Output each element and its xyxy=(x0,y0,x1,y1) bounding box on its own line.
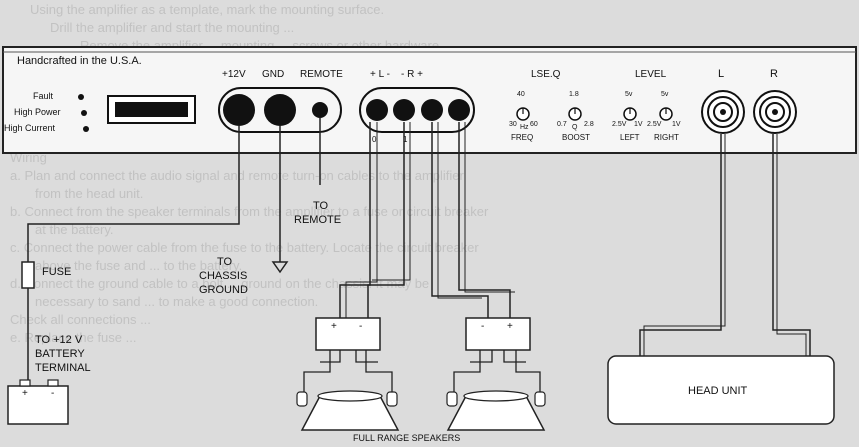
rca-jack-left-icon xyxy=(701,90,745,134)
ghost-text-line: Drill the amplifier and start the mounti… xyxy=(50,20,295,35)
fault-label: Fault xyxy=(33,91,54,101)
battery-label-3: TERMINAL xyxy=(35,362,91,374)
remote-terminal xyxy=(312,102,328,118)
ground-terminal xyxy=(264,94,296,126)
ghost-text-line: b. Connect from the speaker terminals fr… xyxy=(10,204,489,219)
ghost-text-line: above the fuse and ... to the battery. xyxy=(35,258,243,273)
left-speaker-icon xyxy=(296,390,400,431)
freq-label: FREQ xyxy=(511,133,534,142)
right-connector-minus: - xyxy=(481,321,485,332)
to-remote-label-1: TO xyxy=(313,200,329,212)
rca-right-label: R xyxy=(770,68,778,80)
speaker-terminal-r-minus xyxy=(421,99,443,121)
high-current-label: High Current xyxy=(4,123,56,133)
rca-cable-left xyxy=(639,134,722,356)
power-terminal-label: +12V xyxy=(222,69,246,80)
speaker-terminal-block xyxy=(359,87,475,133)
level-title: LEVEL xyxy=(635,69,667,80)
head-unit-label: HEAD UNIT xyxy=(688,385,748,397)
ghost-text-line: Check all connections ... xyxy=(10,312,151,327)
level-right-max: 1V xyxy=(672,121,681,128)
to-chassis-label-2: CHASSIS xyxy=(199,270,248,282)
speaker-mark-1: 1 xyxy=(403,135,408,144)
speaker-terminal-l-minus xyxy=(393,99,415,121)
freq-max: 60 xyxy=(530,121,538,128)
boost-label: BOOST xyxy=(562,133,591,142)
power-terminal xyxy=(223,94,255,126)
battery-minus: - xyxy=(51,388,55,399)
right-speaker-icon xyxy=(446,390,546,431)
ghost-text-line: a. Plan and connect the audio signal and… xyxy=(10,168,464,183)
level-right-label: RIGHT xyxy=(654,133,679,142)
ghost-text-line: d. Connect the ground cable to a bolt ..… xyxy=(10,276,430,291)
rca-jack-right-icon xyxy=(753,90,797,134)
speakers-label: FULL RANGE SPEAKERS xyxy=(353,433,461,443)
ghost-text-line: from the head unit. xyxy=(35,186,144,201)
to-chassis-label-3: GROUND xyxy=(199,284,248,296)
battery-label-1: TO +12 V xyxy=(35,334,83,346)
right-speaker-connector xyxy=(465,317,531,351)
ground-terminal-label: GND xyxy=(262,69,285,80)
lseq-title: LSE.Q xyxy=(531,69,561,80)
freq-unit: Hz xyxy=(520,124,529,131)
rca-cable-right xyxy=(772,134,811,356)
right-connector-plus: + xyxy=(507,321,513,332)
level-right-top: 5v xyxy=(661,91,669,98)
speaker-terminal-r-plus xyxy=(448,99,470,121)
fault-led-icon xyxy=(78,94,84,100)
level-left-top: 5v xyxy=(625,91,633,98)
to-chassis-label-1: TO xyxy=(217,256,233,268)
level-left-label: LEFT xyxy=(620,133,640,142)
display-window-inner xyxy=(115,102,188,117)
freq-value: 40 xyxy=(517,91,525,98)
battery-label-2: BATTERY xyxy=(35,348,85,360)
speaker-wire-r-minus xyxy=(431,122,489,318)
battery-icon xyxy=(7,326,69,425)
level-right-min: 2.5V xyxy=(647,121,662,128)
high-power-led-icon xyxy=(81,110,87,116)
left-connector-plus: + xyxy=(331,321,337,332)
ghost-text-line: at the battery. xyxy=(35,222,114,237)
speaker-wire-l-plus xyxy=(339,122,371,318)
ghost-text-line: c. Connect the power cable from the fuse… xyxy=(10,240,479,255)
speaker-terminal-header: + L - - R + xyxy=(370,69,423,80)
wires xyxy=(21,118,811,356)
made-in-label: Handcrafted in the U.S.A. xyxy=(17,55,142,67)
boost-unit: Q xyxy=(572,124,578,131)
to-remote-label-2: REMOTE xyxy=(294,214,342,226)
power-wire xyxy=(27,126,240,262)
level-left-min: 2.5V xyxy=(612,121,627,128)
remote-terminal-label: REMOTE xyxy=(300,69,343,80)
head-unit-box xyxy=(607,355,835,425)
boost-min: 0.7 xyxy=(557,121,567,128)
boost-value: 1.8 xyxy=(569,91,579,98)
chassis-ground-icon xyxy=(271,261,289,274)
high-current-led-icon xyxy=(83,126,89,132)
fuse-icon xyxy=(21,261,35,289)
speaker-mark-0: 0 xyxy=(372,135,377,144)
fuse-label: FUSE xyxy=(42,266,72,278)
level-left-max: 1V xyxy=(634,121,643,128)
speaker-terminal-l-plus xyxy=(366,99,388,121)
speaker-wire-l-minus xyxy=(367,122,405,318)
speaker-wire-r-plus xyxy=(458,122,511,318)
left-connector-minus: - xyxy=(359,321,363,332)
freq-min: 30 xyxy=(509,121,517,128)
rca-left-label: L xyxy=(718,68,725,80)
ghost-text-line: Using the amplifier as a template, mark … xyxy=(30,2,385,17)
battery-plus: + xyxy=(22,388,28,399)
ghost-text-line: e. Replace the fuse ... xyxy=(10,330,137,345)
left-speaker-connector xyxy=(315,317,381,351)
high-power-label: High Power xyxy=(14,107,61,117)
boost-max: 2.8 xyxy=(584,121,594,128)
ghost-text-line: necessary to sand ... to make a good con… xyxy=(35,294,319,309)
